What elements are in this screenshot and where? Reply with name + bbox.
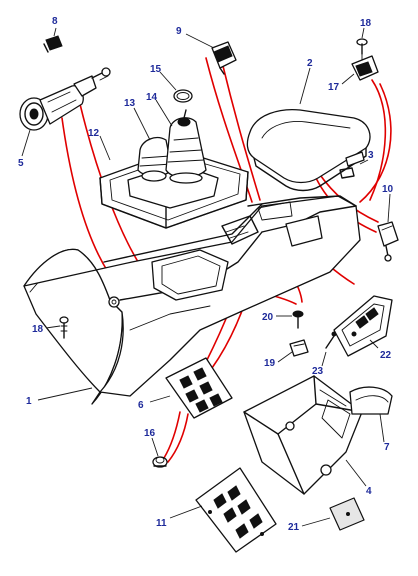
callout-14: 14 (146, 92, 158, 103)
part-20-screw (292, 310, 304, 329)
callout-10: 10 (382, 184, 394, 195)
part-7-coin-tray (349, 386, 393, 415)
callout-9: 9 (176, 26, 182, 37)
callout-23: 23 (312, 366, 324, 377)
part-18-screw-upper (356, 38, 368, 55)
callout-22: 22 (380, 350, 392, 361)
part-17-lamp-unit (351, 49, 379, 81)
callout-3: 3 (368, 150, 374, 161)
callout-labels: 1 2 3 4 5 6 7 8 9 10 11 12 13 14 15 16 1… (18, 16, 394, 533)
centre-console-body (23, 195, 361, 397)
part-10-electrical-connector (377, 221, 399, 262)
callout-6: 6 (138, 400, 144, 411)
part-15-o-ring (173, 89, 193, 103)
callout-15: 15 (150, 64, 162, 75)
part-11-printed-circuit-board (195, 467, 277, 553)
callout-21: 21 (288, 522, 300, 533)
callout-11: 11 (156, 518, 167, 529)
callout-18b: 18 (32, 324, 44, 335)
part-18-screw-lower (59, 316, 69, 339)
part-2-armrest-lid (246, 108, 371, 192)
callout-1: 1 (26, 396, 32, 407)
part-9-switch (211, 41, 237, 75)
part-5-cigar-lighter-assembly (19, 67, 111, 131)
callout-17: 17 (328, 82, 340, 93)
callout-19: 19 (264, 358, 276, 369)
callout-12: 12 (88, 128, 100, 139)
callout-13: 13 (124, 98, 136, 109)
callout-4: 4 (366, 486, 372, 497)
callout-18a: 18 (360, 18, 372, 29)
part-8-retaining-clip (43, 35, 63, 53)
part-6-switch-plate (165, 357, 233, 419)
part-21-pad (329, 497, 365, 531)
part-22-switch-panel (333, 295, 393, 357)
callout-7: 7 (384, 442, 390, 453)
callout-leader-lines (21, 27, 391, 527)
callout-16: 16 (144, 428, 156, 439)
part-23-pin (325, 331, 337, 349)
part-16-grommet (152, 456, 168, 468)
callout-5: 5 (18, 158, 24, 169)
part-3-lid-hinge (339, 151, 365, 179)
callout-2: 2 (307, 58, 313, 69)
callout-20: 20 (262, 312, 274, 323)
part-19-clip-nut (289, 339, 309, 357)
part-4-storage-bin (243, 375, 363, 495)
callout-8: 8 (52, 16, 58, 27)
part-13-14-gear-gaiters (137, 109, 207, 184)
part-12-gear-lever-surround (99, 149, 249, 229)
